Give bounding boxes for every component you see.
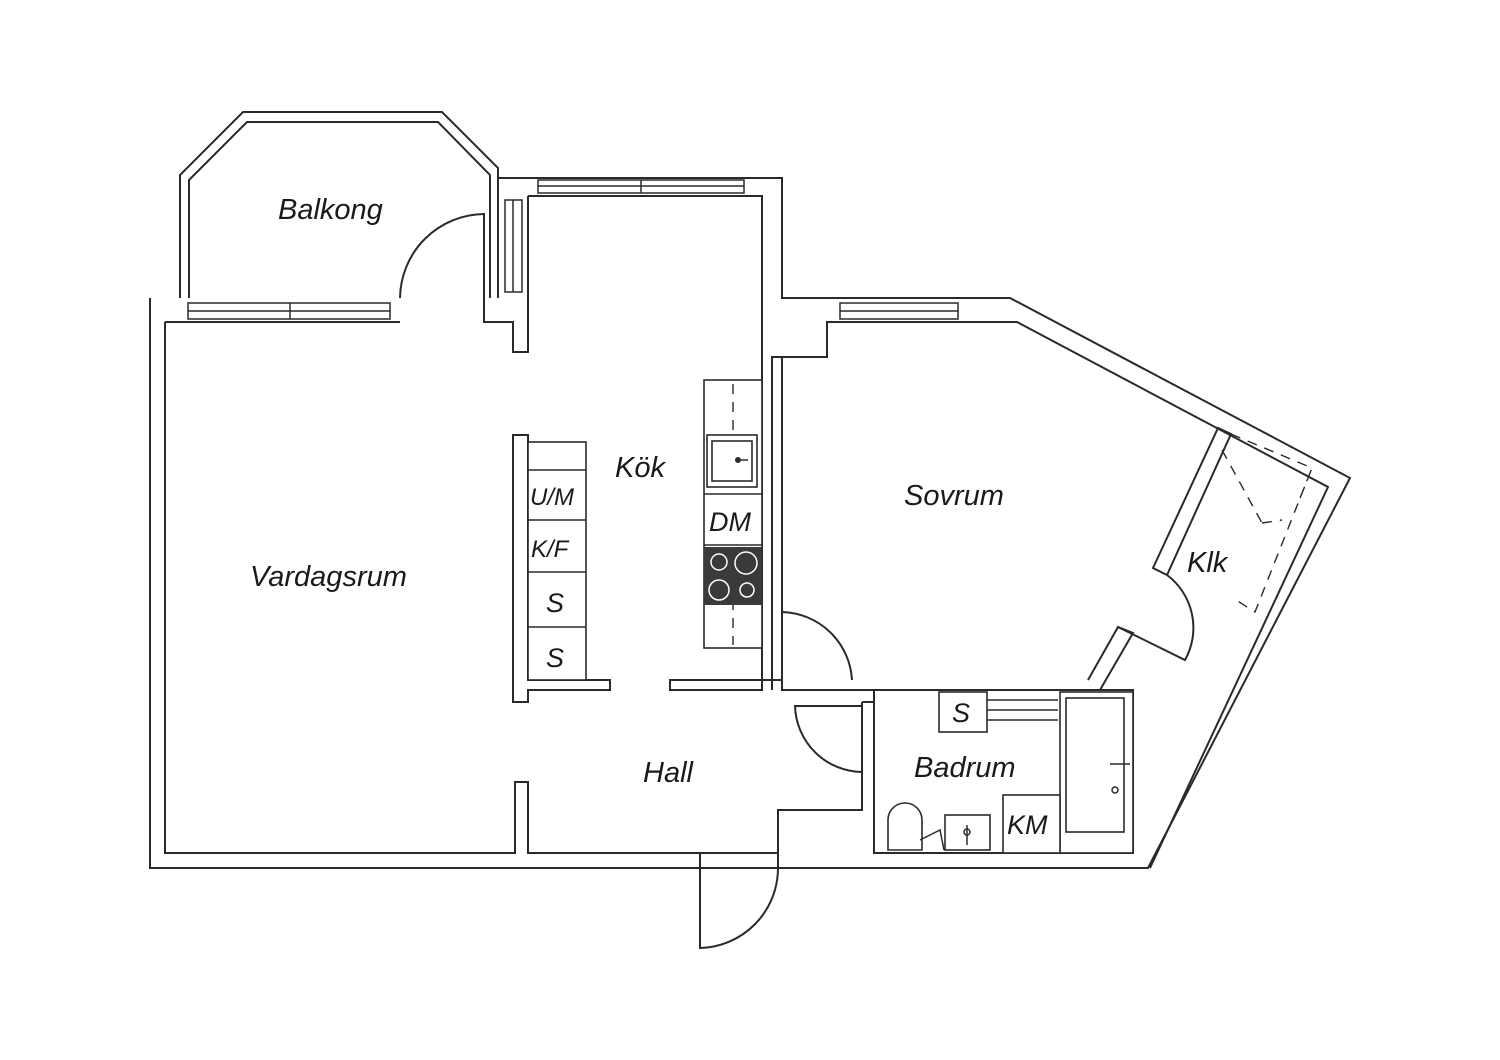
appliance-labels: U/M K/F S S DM S KM: [530, 484, 1048, 840]
label-bathroom-storage: S: [952, 698, 970, 728]
bathroom-fixtures: [887, 691, 1134, 854]
label-dishwasher: DM: [709, 507, 751, 537]
bathroom-door: [793, 705, 863, 773]
balcony-door: [399, 212, 485, 299]
label-balcony: Balkong: [278, 194, 383, 226]
label-fridge-freezer-top: U/M: [530, 484, 574, 511]
kitchen-counter: [703, 379, 763, 649]
label-fridge-freezer: K/F: [531, 536, 570, 563]
closet-door: [1117, 574, 1195, 662]
windows: [187, 179, 959, 320]
label-storage-1: S: [546, 588, 564, 618]
bedroom-door: [781, 611, 853, 690]
label-washing-machine: KM: [1007, 810, 1048, 840]
room-labels: Balkong Kök Vardagsrum Sovrum Klk Hall B…: [250, 194, 1229, 789]
label-living: Vardagsrum: [250, 561, 407, 593]
label-storage-2: S: [546, 643, 564, 673]
entrance-door: [699, 867, 779, 950]
label-hall: Hall: [643, 757, 695, 789]
closet-shelving: [1221, 433, 1313, 614]
label-kitchen: Kök: [615, 452, 666, 484]
label-closet: Klk: [1187, 547, 1229, 579]
label-bedroom: Sovrum: [904, 480, 1004, 512]
fridge-storage-column: [527, 441, 587, 681]
doors: [399, 212, 1195, 950]
label-bathroom: Badrum: [914, 752, 1016, 784]
balcony-outline: [179, 111, 499, 298]
toilet-icon: [887, 802, 923, 851]
